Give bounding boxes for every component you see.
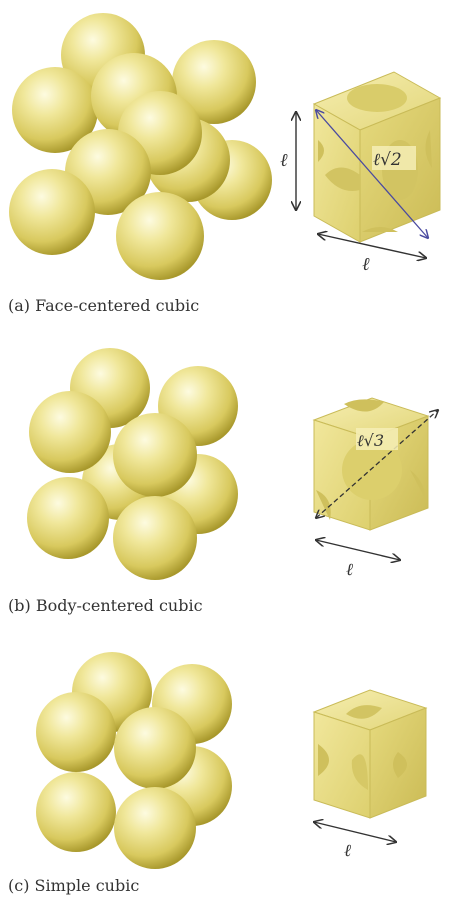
fcc-horizontal-edge-label: ℓ xyxy=(362,254,370,275)
sphere xyxy=(9,169,95,255)
fcc-vertical-edge-label: ℓ xyxy=(280,150,288,171)
bcc-unit-cell: ℓ√3 ℓ xyxy=(314,398,438,580)
caption-sc: (c) Simple cubic xyxy=(8,876,139,895)
sphere xyxy=(114,787,196,869)
sphere xyxy=(29,391,111,473)
sphere xyxy=(116,192,204,280)
fcc-unit-cell: ℓ ℓ ℓ√2 xyxy=(280,72,440,275)
sc-edge-label: ℓ xyxy=(344,841,351,861)
sphere xyxy=(27,477,109,559)
sc-sphere-packing xyxy=(36,652,232,869)
sphere xyxy=(36,772,116,852)
fcc-diagonal-label: ℓ√2 xyxy=(373,150,402,170)
bcc-diagonal-label: ℓ√3 xyxy=(357,431,384,450)
sc-unit-cell: ℓ xyxy=(314,690,426,861)
sphere xyxy=(113,496,197,580)
fcc-sphere-packing xyxy=(9,13,272,280)
bcc-sphere-packing xyxy=(27,348,238,580)
sphere xyxy=(114,707,196,789)
sphere xyxy=(36,692,116,772)
bcc-edge-label: ℓ xyxy=(346,560,353,580)
caption-fcc: (a) Face-centered cubic xyxy=(8,296,199,315)
caption-bcc: (b) Body-centered cubic xyxy=(8,596,203,615)
sphere xyxy=(113,413,197,497)
